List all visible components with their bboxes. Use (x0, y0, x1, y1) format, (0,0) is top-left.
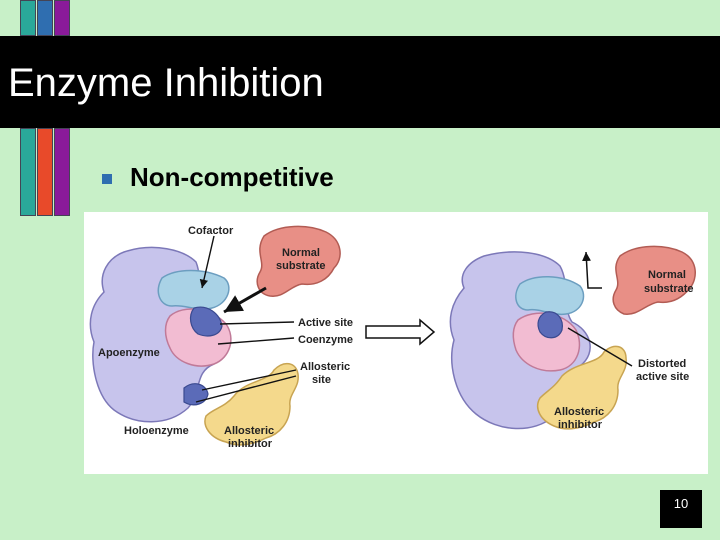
distorted-active-site (537, 311, 563, 339)
stripe-purple-top (54, 0, 70, 36)
label-allosteric-inhibitor-left-1: Allosteric (224, 425, 274, 437)
substrate-left (256, 225, 341, 297)
label-allosteric-inhibitor-left-2: inhibitor (228, 438, 273, 450)
stripe-teal-top (20, 0, 36, 36)
label-allosteric-inhibitor-right-2: inhibitor (558, 419, 603, 431)
label-distorted-1: Distorted (638, 358, 686, 370)
label-normal-substrate-left-1: Normal (282, 247, 320, 259)
page-number: 10 (673, 496, 689, 511)
cofactor-shape (157, 269, 230, 310)
stripe-blue-top (37, 0, 53, 36)
label-normal-substrate-right-1: Normal (648, 269, 686, 281)
rejection-arrow (582, 251, 602, 289)
slide-title: Enzyme Inhibition (8, 61, 324, 105)
substrate-right (612, 245, 696, 315)
bullet-marker (102, 174, 112, 184)
label-apoenzyme: Apoenzyme (98, 347, 160, 359)
page-number-box (660, 490, 702, 528)
label-holoenzyme: Holoenzyme (124, 425, 189, 437)
inhibitor-right (536, 345, 627, 430)
label-normal-substrate-right-2: substrate (644, 283, 694, 295)
allosteric-site-shape (183, 383, 209, 406)
bullet-text: Non-competitive (130, 162, 334, 192)
label-normal-substrate-left-2: substrate (276, 260, 326, 272)
label-cofactor: Cofactor (188, 225, 234, 237)
title-bar (0, 36, 720, 128)
stripe-purple-bottom (54, 128, 70, 216)
active-site-shape (189, 306, 223, 337)
stripe-red-bottom (37, 128, 53, 216)
label-allosteric-site-2: site (312, 374, 331, 386)
stripe-teal-bottom (20, 128, 36, 216)
distorted-cofactor-shape (515, 276, 585, 316)
enzyme-figure: Cofactor Normal substrate Active site Co… (84, 212, 708, 474)
label-distorted-2: active site (636, 371, 689, 383)
transition-arrow (365, 318, 436, 346)
label-allosteric-site-1: Allosteric (300, 361, 350, 373)
label-active-site: Active site (298, 317, 353, 329)
label-coenzyme: Coenzyme (298, 334, 353, 346)
label-allosteric-inhibitor-right-1: Allosteric (554, 406, 604, 418)
enzyme-diagram: Cofactor Normal substrate Active site Co… (89, 225, 696, 450)
inhibitor-left (204, 362, 299, 446)
